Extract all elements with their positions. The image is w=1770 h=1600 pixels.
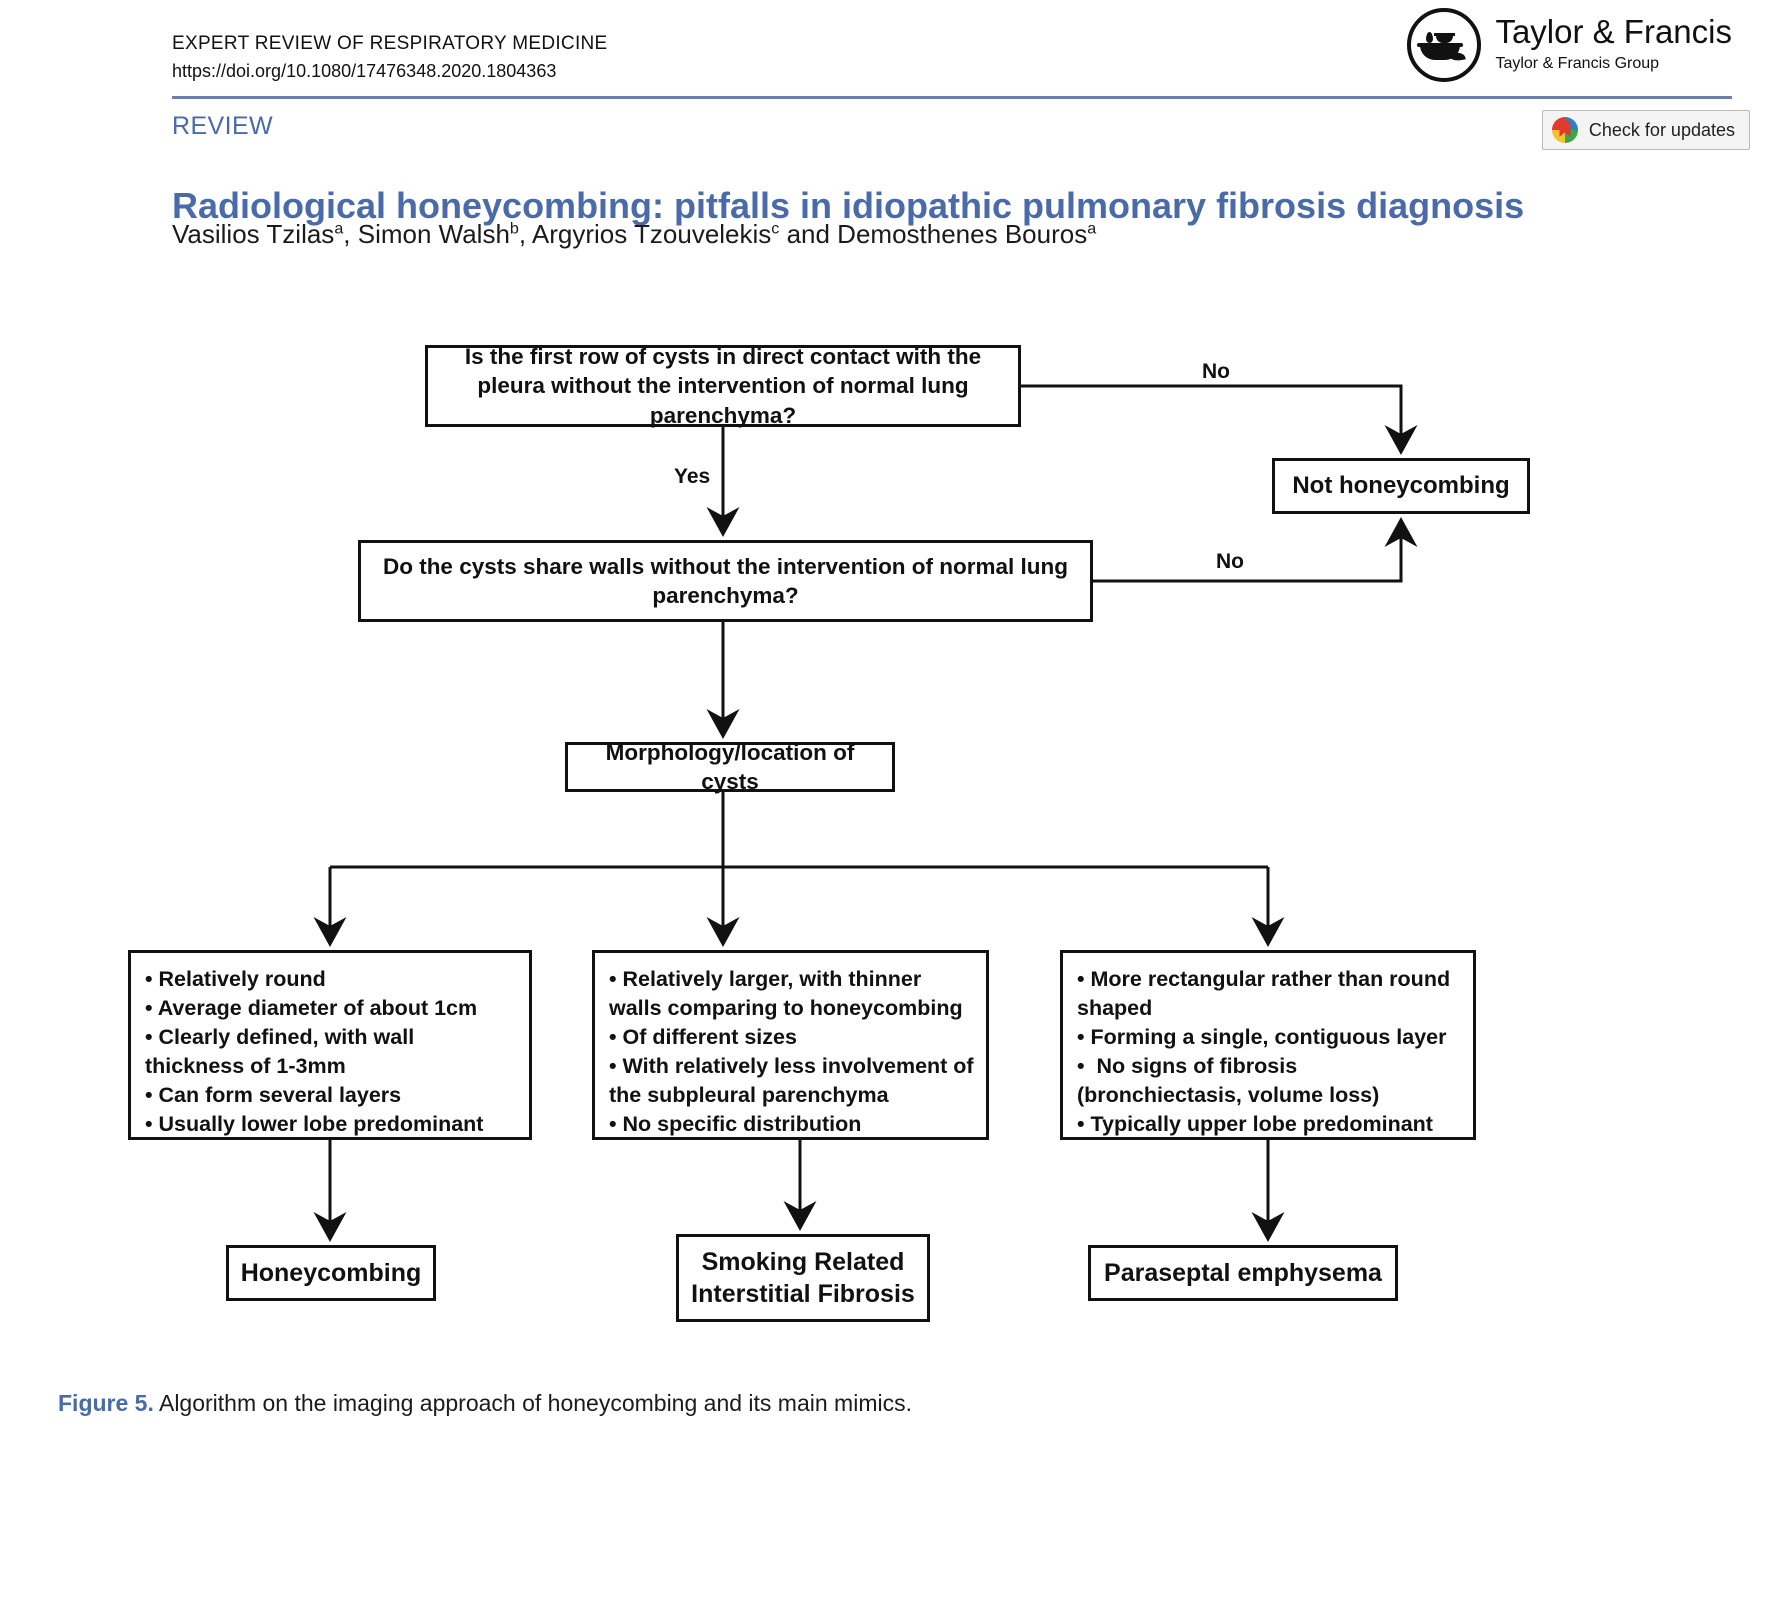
list-item: • Typically upper lobe predominant <box>1077 1112 1433 1137</box>
list-item: • No signs of fibrosis (bronchiectasis, … <box>1077 1054 1380 1108</box>
list-item: • Clearly defined, with wall thickness o… <box>145 1025 421 1079</box>
author-name-0: Vasilios Tzilas <box>172 219 335 249</box>
node-morphology-location[interactable]: Morphology/location of cysts <box>565 740 895 794</box>
list-item: • More rectangular rather than round sha… <box>1077 967 1457 1021</box>
list-item: • No specific distribution <box>609 1112 862 1137</box>
outcome-node-paraseptal-emphysema[interactable]: Paraseptal emphysema <box>1088 1245 1398 1301</box>
list-item: • Usually lower lobe predominant <box>145 1112 484 1137</box>
list-item: • With relatively less involvement of th… <box>609 1054 980 1108</box>
journal-doi-link[interactable]: https://doi.org/10.1080/17476348.2020.18… <box>172 60 557 81</box>
decision-node-first-row-contact[interactable]: Is the first row of cysts in direct cont… <box>425 344 1021 428</box>
author-list: Vasilios Tzilasa, Simon Walshb, Argyrios… <box>172 218 1592 252</box>
publisher-text: Taylor & Francis Taylor & Francis Group <box>1495 15 1732 74</box>
decision-node-shared-walls[interactable]: Do the cysts share walls without the int… <box>358 540 1093 622</box>
figure-caption-label: Figure 5. <box>58 1390 154 1416</box>
feature-list-honeycombing: • Relatively round • Average diameter of … <box>128 950 532 1140</box>
figure-flowchart: Is the first row of cysts in direct cont… <box>0 300 1770 1360</box>
figure-caption-text: Algorithm on the imaging approach of hon… <box>153 1390 912 1416</box>
outcome-node-not-honeycombing[interactable]: Not honeycombing <box>1272 458 1530 514</box>
author-name-3: and Demosthenes Bouros <box>779 219 1088 249</box>
list-item: • Can form several layers <box>145 1083 402 1108</box>
list-item: • Relatively round <box>145 967 326 991</box>
list-item: • Of different sizes <box>609 1025 797 1050</box>
check-for-updates-button[interactable]: Check for updates <box>1541 110 1750 150</box>
figure-caption: Figure 5. Algorithm on the imaging appro… <box>58 1388 1458 1419</box>
check-for-updates-label: Check for updates <box>1588 119 1735 140</box>
teacup-in-circle-icon <box>1407 8 1482 82</box>
section-kicker: REVIEW <box>172 112 274 140</box>
list-item: • Average diameter of about 1cm <box>145 996 478 1021</box>
list-item: • Forming a single, contiguous layer <box>1077 1025 1447 1050</box>
page-title: Radiological honeycombing: pitfalls in i… <box>172 185 1525 227</box>
author-affiliation-marker-0: a <box>334 219 344 238</box>
edge-label-yes-1: Yes <box>670 465 715 489</box>
outcome-node-honeycombing[interactable]: Honeycombing <box>226 1245 436 1301</box>
outcome-node-smoking-related-interstitial-fibrosis[interactable]: Smoking Related Interstitial Fibrosis <box>676 1234 930 1322</box>
journal-name: EXPERT REVIEW OF RESPIRATORY MEDICINE <box>172 33 608 54</box>
author-affiliation-marker-2: c <box>771 219 780 238</box>
author-affiliation-marker-3: a <box>1087 219 1097 238</box>
list-item: • Relatively larger, with thinner walls … <box>609 967 963 1021</box>
feature-list-smoking-related: • Relatively larger, with thinner walls … <box>592 950 989 1140</box>
edge-label-no-1: No <box>1198 360 1234 384</box>
journal-header: EXPERT REVIEW OF RESPIRATORY MEDICINE ht… <box>172 30 872 84</box>
author-name-2: , Argyrios Tzouvelekis <box>518 219 772 249</box>
author-name-1: , Simon Walsh <box>343 219 510 249</box>
edge-label-no-2: No <box>1212 550 1248 574</box>
flowchart-connectors <box>313 384 1418 1242</box>
author-affiliation-marker-1: b <box>509 219 519 238</box>
taylor-francis-logo: Taylor & Francis Taylor & Francis Group <box>1407 8 1732 82</box>
crossmark-bookmark-icon <box>1551 117 1578 143</box>
feature-list-paraseptal: • More rectangular rather than round sha… <box>1060 950 1476 1140</box>
header-divider <box>172 96 1732 99</box>
publisher-group: Taylor & Francis Group <box>1495 55 1660 73</box>
publisher-name: Taylor & Francis <box>1495 13 1732 51</box>
